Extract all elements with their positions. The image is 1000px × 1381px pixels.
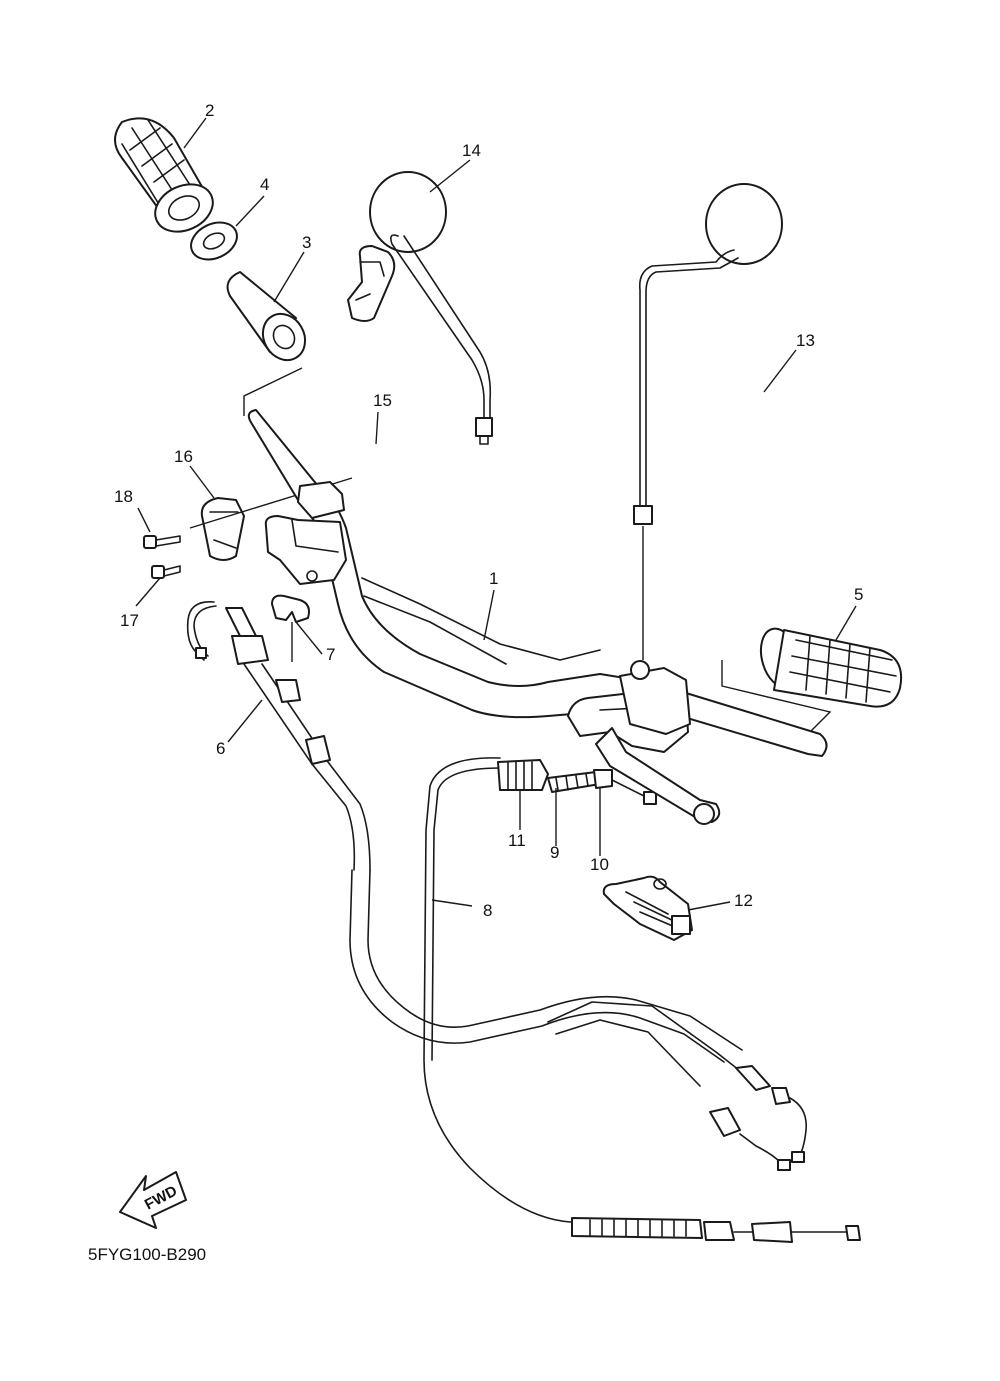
callout-6: 6 bbox=[216, 739, 225, 758]
throttle-tube bbox=[226, 271, 307, 362]
grip-right bbox=[759, 627, 902, 708]
assembly-bracket-right bbox=[721, 660, 832, 743]
callout-14: 14 bbox=[462, 141, 481, 160]
callout-17: 17 bbox=[120, 611, 139, 630]
callout-15: 15 bbox=[373, 391, 392, 410]
screw-short bbox=[151, 565, 181, 579]
callout-18: 18 bbox=[114, 487, 133, 506]
callout-7: 7 bbox=[326, 645, 335, 664]
assembly-bracket-left bbox=[243, 367, 303, 416]
handlebar bbox=[247, 409, 828, 757]
clutch-switch bbox=[602, 875, 693, 941]
throttle-cables bbox=[186, 601, 807, 1171]
clutch-cable bbox=[423, 757, 861, 1243]
callout-8: 8 bbox=[483, 901, 492, 920]
callout-3: 3 bbox=[302, 233, 311, 252]
clutch-lever-assembly bbox=[567, 660, 721, 825]
callout-2: 2 bbox=[205, 101, 214, 120]
throttle-housing bbox=[264, 481, 347, 585]
callout-10: 10 bbox=[590, 855, 609, 874]
callout-16: 16 bbox=[174, 447, 193, 466]
callout-1: 1 bbox=[489, 569, 498, 588]
cable-adjuster bbox=[497, 759, 657, 805]
grip-left bbox=[114, 117, 214, 233]
callout-4: 4 bbox=[260, 175, 269, 194]
callout-5: 5 bbox=[854, 585, 863, 604]
mirror-right bbox=[633, 183, 783, 660]
callout-12: 12 bbox=[734, 891, 753, 910]
callout-9: 9 bbox=[550, 843, 559, 862]
mirror-left bbox=[369, 171, 493, 445]
diagram-code: 5FYG100-B290 bbox=[88, 1245, 206, 1264]
callout-13: 13 bbox=[796, 331, 815, 350]
cable-guide bbox=[271, 594, 310, 662]
callout-leaders bbox=[135, 117, 857, 911]
switch-housing-upper bbox=[347, 245, 396, 322]
grip-collar bbox=[190, 221, 238, 261]
callout-11: 11 bbox=[508, 831, 526, 850]
screw-long bbox=[143, 535, 181, 549]
forward-arrow-icon: FWD bbox=[119, 1171, 187, 1229]
switch-housing-lower bbox=[200, 497, 245, 561]
